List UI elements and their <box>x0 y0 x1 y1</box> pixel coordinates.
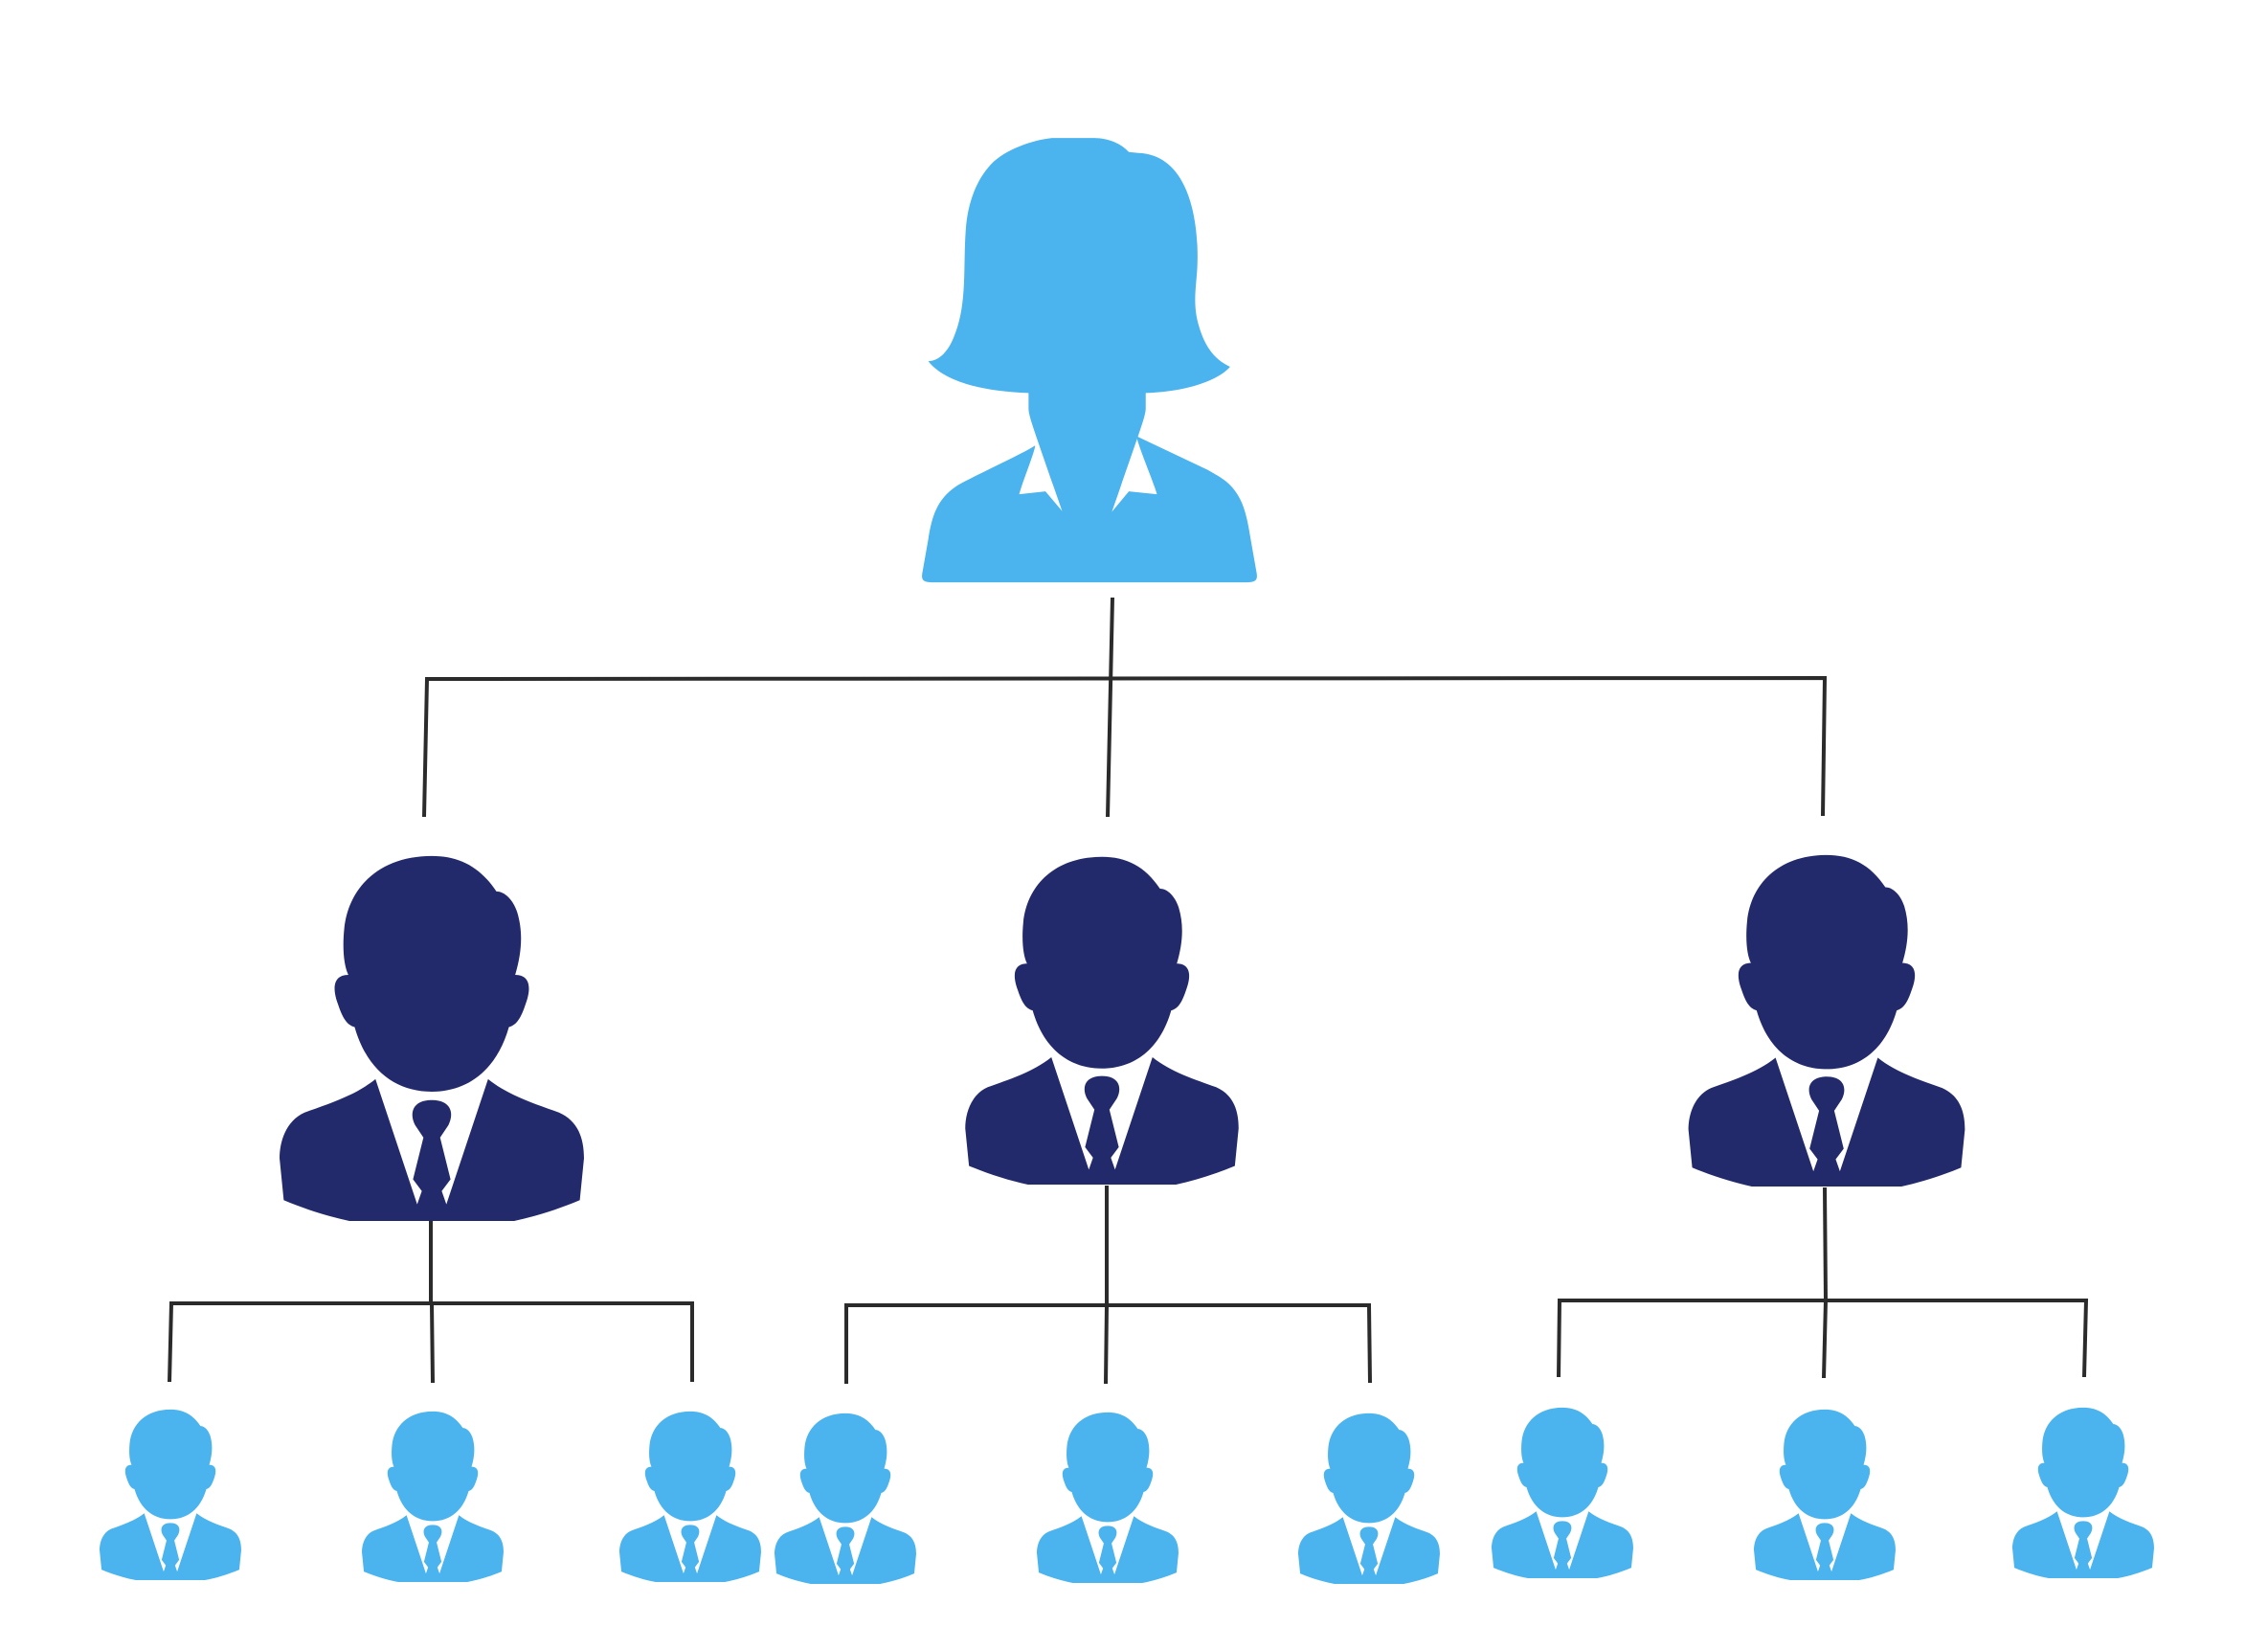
businessman-icon <box>1754 1409 1896 1580</box>
businessman-icon <box>280 855 584 1221</box>
businessman-icon <box>362 1411 504 1582</box>
businessman-icon <box>775 1413 916 1584</box>
connector-root-branches <box>422 675 1828 818</box>
businesswoman-icon <box>922 138 1257 583</box>
businessman-icon <box>1688 854 1965 1187</box>
businessman-icon <box>2012 1407 2154 1578</box>
businessman-icon <box>1492 1407 1633 1578</box>
connector-root-to-middle-manager <box>1106 597 1114 818</box>
businessman-icon <box>1298 1413 1440 1584</box>
connector-root <box>422 597 1828 818</box>
businessman-icon <box>619 1411 761 1582</box>
connector-manager-2 <box>844 1186 1372 1385</box>
businessman-icon <box>965 856 1239 1185</box>
businessman-icon <box>1037 1412 1179 1583</box>
businessman-icon <box>100 1409 241 1580</box>
connector-manager-3 <box>1557 1187 2089 1379</box>
connector-manager-1 <box>168 1220 694 1384</box>
staff-row <box>100 1407 2154 1584</box>
